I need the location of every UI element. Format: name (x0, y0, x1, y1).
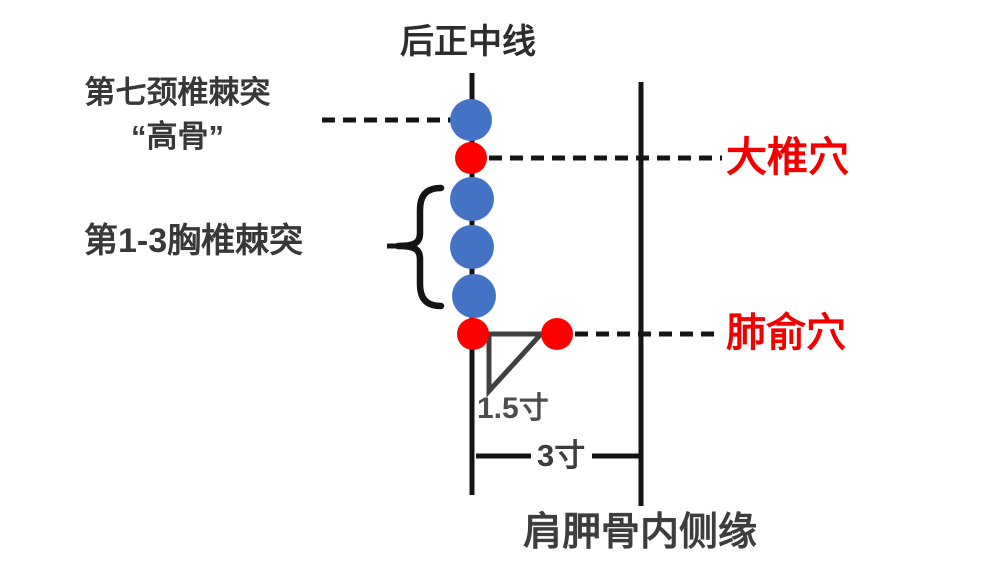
scapula-medial-border-label: 肩胛骨内侧缘 (523, 511, 758, 554)
points-layer (450, 99, 573, 350)
t1-spinous-marker (450, 177, 494, 221)
posterior-midline-label: 后正中线 (400, 23, 536, 61)
cun-1-5-triangle (486, 331, 547, 398)
distance-1-5-cun-label: 1.5寸 (477, 392, 549, 425)
dazhui-point-marker (455, 142, 487, 174)
feishu-acupoint-label: 肺俞穴 (726, 311, 846, 355)
t2-spinous-marker (450, 225, 494, 269)
c7-spinous-label-line2: “高骨” (131, 119, 224, 155)
t3-spinous-marker (452, 274, 496, 318)
spine-base-point-marker (457, 318, 489, 350)
thoracic-group-brace (394, 184, 445, 310)
thoracic-spinous-label: 第1-3胸椎棘突 (84, 222, 304, 260)
c7-spinous-marker (450, 99, 492, 141)
feishu-point-marker (541, 318, 573, 350)
dazhui-acupoint-label: 大椎穴 (726, 134, 849, 180)
c7-spinous-label-line1: 第七颈椎棘突 (84, 75, 271, 110)
c7-spinous-label: 第七颈椎棘突 “高骨” (70, 74, 285, 155)
distance-3-cun-label: 3寸 (537, 438, 586, 473)
